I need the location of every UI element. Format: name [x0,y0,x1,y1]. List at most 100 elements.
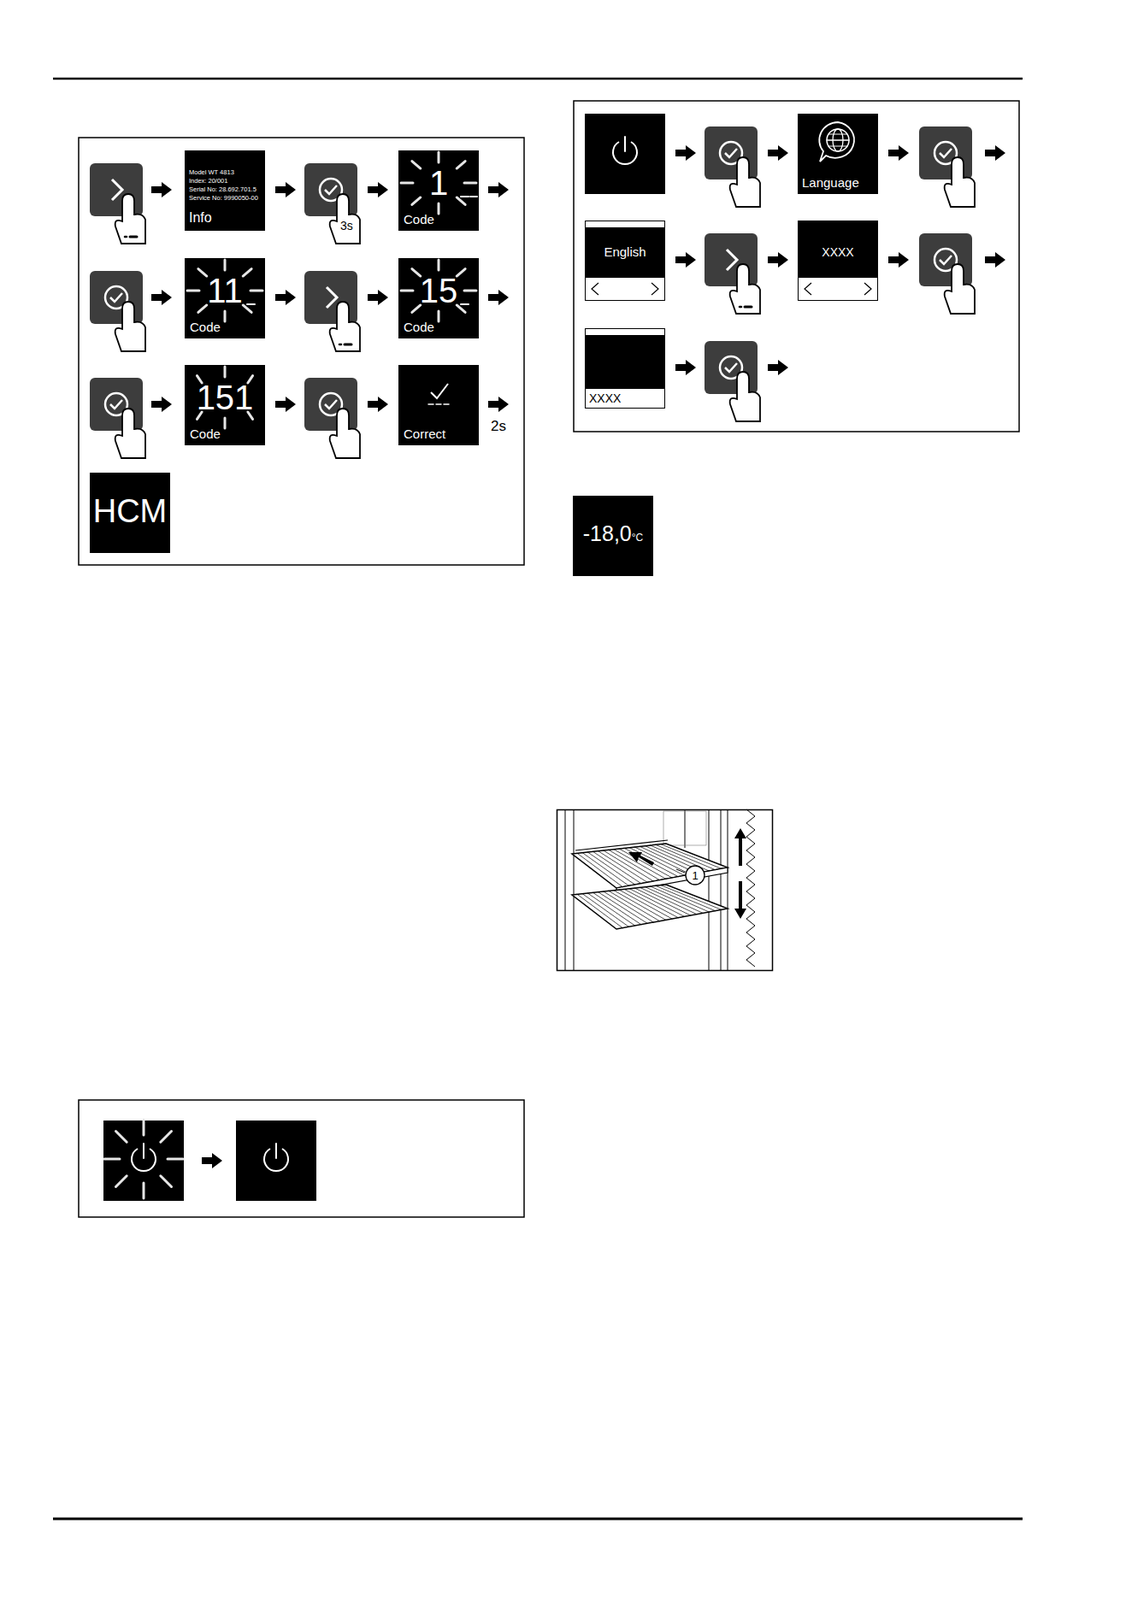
text-slot: 1 [398,163,479,203]
line-shape [634,847,690,875]
screen-graphics [797,220,879,301]
flow-arrow [888,145,909,161]
line-shape [412,269,421,277]
screen-text: Service No: 9990050-00 [188,194,259,202]
confirm-icon [324,185,337,195]
globe [826,129,849,152]
line-shape [828,145,848,147]
line-shape [275,1143,278,1159]
button-symbol [89,163,146,244]
hand-symbol [115,301,146,352]
hand-symbol [330,301,360,352]
confirm-icon [725,148,737,158]
display-screen: English [584,220,666,301]
line-shape [437,152,441,163]
line-shape [400,289,413,293]
flow-arrow [367,289,389,306]
hand-symbol [944,157,975,207]
screen-text: XXXX [821,245,854,260]
text-slot: XXXX [797,244,879,260]
button-symbol [89,271,146,352]
screen-text: Model WT 4813 [188,168,235,177]
language-icon [819,122,855,162]
confirm-icon [110,293,123,302]
screen [235,1120,317,1202]
line-shape [142,1120,146,1136]
screen-band [798,277,879,301]
chevron [591,283,599,295]
chevron [864,283,872,295]
line-shape [660,885,722,911]
line-shape [613,849,667,880]
line-shape [224,259,227,271]
duration-label: 2s [490,418,507,435]
label-slot: 2s [490,418,507,436]
line-shape [650,886,710,913]
power-screen [584,113,666,195]
screen-text: HCM [93,493,168,530]
display-screen: 11Code [184,258,266,339]
line-shape [639,887,696,914]
text-slot: HCM [89,493,171,531]
flow-arrow [675,252,696,268]
screen-text: Info [188,210,213,225]
flow-arrow [984,145,1006,161]
button-symbol [304,377,360,459]
next-icon [326,287,337,308]
line-shape [655,844,716,870]
display-screen: 15Code [398,258,479,339]
line-shape [443,403,449,406]
screen-text: 15 [419,271,459,310]
display-screen: Model WT 4813Index: 20/001Serial No: 28.… [184,150,266,231]
temperature-text: °C [631,531,643,544]
hand-symbol [944,264,975,314]
text-slot: Code [403,319,435,336]
line-shape [129,235,137,239]
line-shape [592,892,641,925]
hand-symbol [730,371,761,422]
line-shape [456,305,466,313]
line-shape [613,890,667,921]
duration-label: 3s [340,218,354,233]
screen-band [585,221,666,229]
text-slot: -18,0°C [572,521,654,547]
line-shape [470,195,478,198]
display-screen: 1Code [398,150,479,231]
flow-arrow [984,252,1006,268]
line-shape [608,890,661,921]
hand-symbol [730,264,761,314]
line-shape [412,161,421,169]
screen-text: 1 [429,164,449,202]
button-symbol [704,126,761,207]
line-shape [456,197,466,205]
display-screen: HCM [89,472,171,554]
screen [103,1120,184,1202]
display-screen: 151Code [184,365,266,446]
line-shape [339,343,342,347]
line-shape [198,269,207,277]
line-shape [437,203,441,214]
flow-arrow [275,182,296,198]
hand-symbol [115,408,146,459]
screen-band [585,389,666,409]
confirm-icon [110,400,123,409]
line-shape [224,366,227,378]
line-shape [608,849,661,880]
line-shape [460,303,469,306]
flow-arrow [275,289,296,306]
line-shape [115,1176,127,1188]
line-shape [428,403,434,406]
next-icon [112,179,123,201]
text-slot: Code [403,212,435,228]
label-slot: 1 [684,867,706,884]
line-shape [400,182,413,185]
flow-arrow [767,145,789,161]
flow-arrow [767,252,789,268]
hand-symbol [730,157,761,207]
flow-arrow [488,289,509,306]
power-screen [103,1120,184,1202]
text-slot: XXXX [589,390,621,407]
power-screen [235,1120,317,1202]
confirm-icon [324,400,337,409]
screen-text: Code [189,319,221,335]
